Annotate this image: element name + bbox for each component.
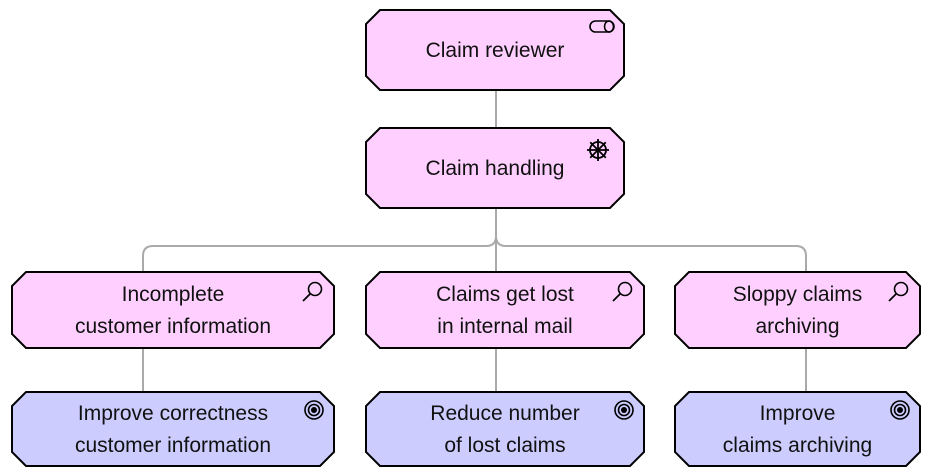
node-shape: [365, 127, 625, 209]
connector-handling-incomplete: [142, 208, 497, 272]
node-label-line: Claims get lost: [436, 283, 574, 306]
node-label-line: customer information: [75, 434, 271, 457]
assessment-icon: [612, 281, 633, 302]
goal-icon: [890, 400, 910, 420]
connector-handling-sloppy: [495, 208, 807, 272]
node-shape: [11, 391, 335, 467]
node-label-line: customer information: [75, 315, 271, 338]
goal-icon: [614, 400, 634, 420]
node-shape: [11, 271, 335, 349]
node-label-line: in internal mail: [437, 315, 572, 338]
node-shape: [365, 271, 645, 349]
stakeholder-node-claim-reviewer[interactable]: Claim reviewer: [365, 9, 625, 91]
stakeholder-node-lost-mail[interactable]: Claims get lost in internal mail: [365, 271, 645, 349]
node-label-line: Improve correctness: [78, 402, 268, 425]
node-shape: [365, 391, 645, 467]
role-icon: [589, 20, 615, 33]
node-label-line: Sloppy claims: [733, 283, 863, 306]
stakeholder-node-claim-handling[interactable]: Claim handling: [365, 127, 625, 209]
node-label-line: Claim reviewer: [426, 39, 565, 62]
node-label-line: claims archiving: [723, 434, 872, 457]
stakeholder-node-incomplete-info[interactable]: Incomplete customer information: [11, 271, 335, 349]
node-label-line: Claim handling: [426, 157, 565, 180]
node-shape: [365, 9, 625, 91]
node-label-line: archiving: [755, 315, 839, 338]
assessment-icon: [302, 281, 323, 302]
driver-icon: [587, 139, 609, 161]
node-label-line: Reduce number: [430, 402, 579, 425]
node-label-line: of lost claims: [444, 434, 565, 457]
node-shape: [674, 271, 921, 349]
goal-icon: [304, 400, 324, 420]
goal-node-improve-correctness[interactable]: Improve correctness customer information: [11, 391, 335, 467]
node-label-line: Incomplete: [122, 283, 225, 306]
assessment-icon: [888, 281, 909, 302]
goal-node-reduce-lost[interactable]: Reduce number of lost claims: [365, 391, 645, 467]
node-label-line: Improve: [760, 402, 836, 425]
node-shape: [674, 391, 921, 467]
stakeholder-node-sloppy-archiving[interactable]: Sloppy claims archiving: [674, 271, 921, 349]
goal-node-improve-archiving[interactable]: Improve claims archiving: [674, 391, 921, 467]
connector-layer: [142, 90, 807, 392]
